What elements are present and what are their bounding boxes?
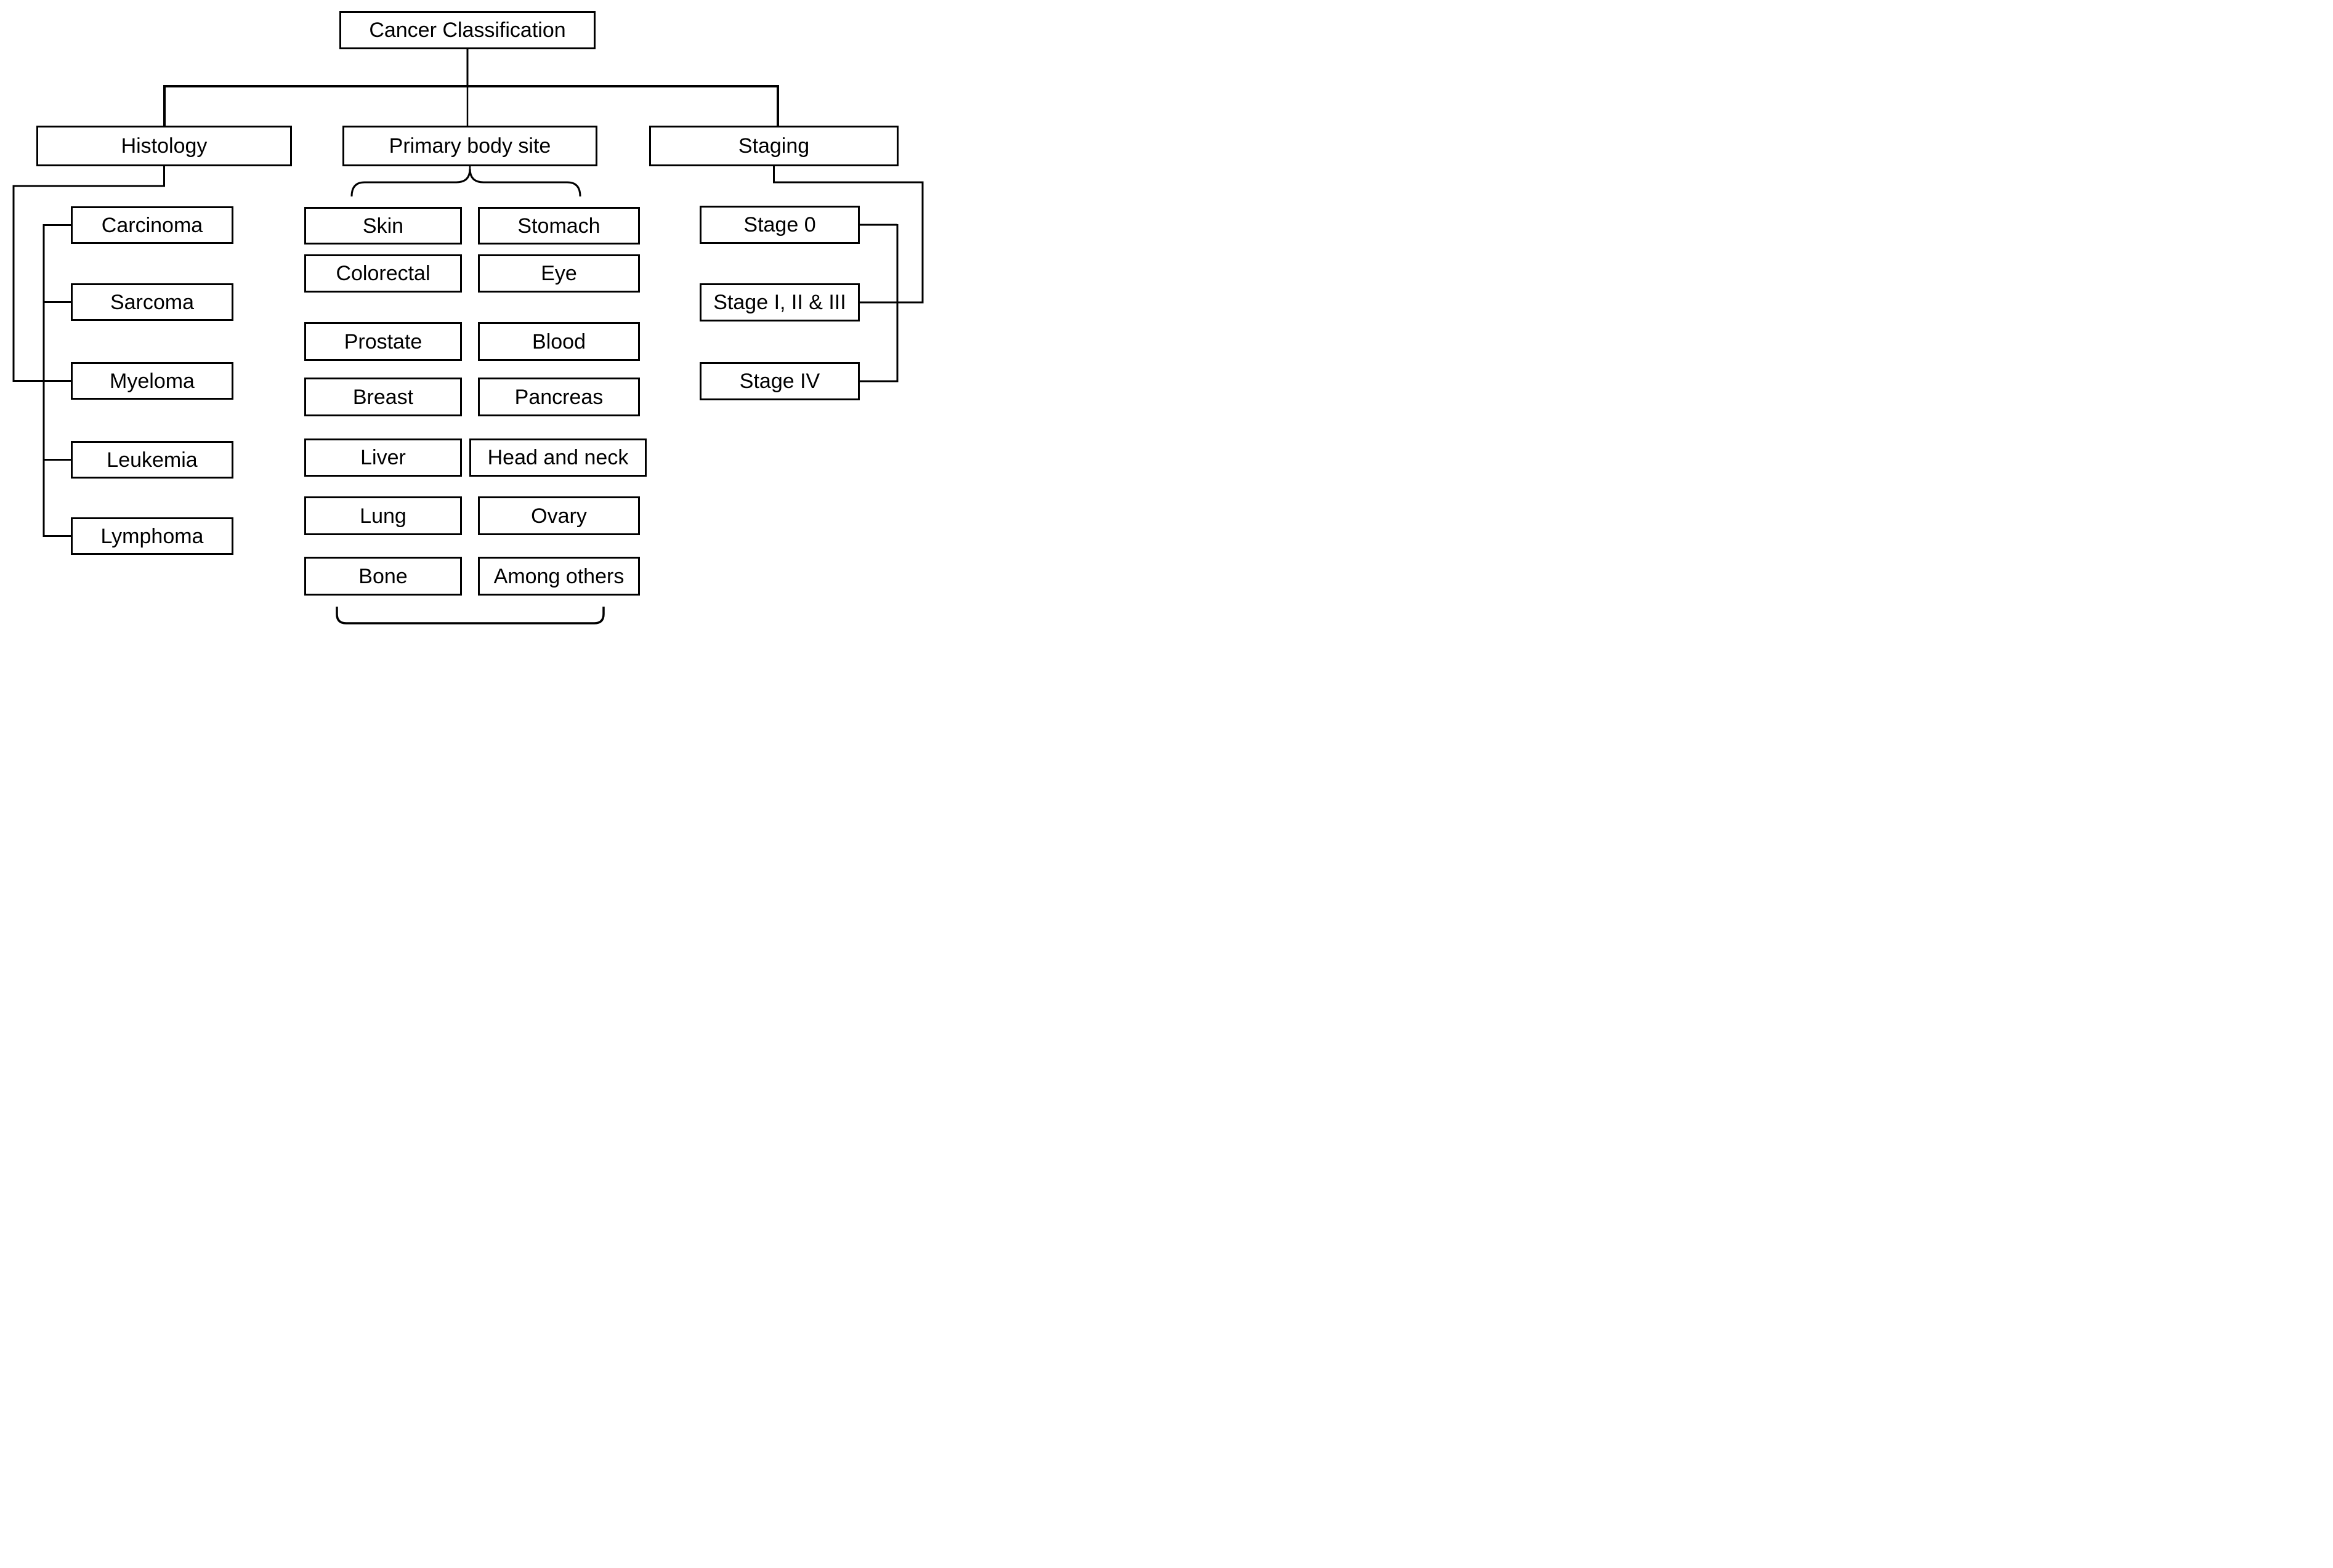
- node-eye: Eye: [478, 254, 640, 293]
- node-liver: Liver: [304, 438, 462, 477]
- node-pancreas: Pancreas: [478, 378, 640, 416]
- node-stage-1-2-3: Stage I, II & III: [700, 283, 860, 321]
- node-sarcoma: Sarcoma: [71, 283, 233, 321]
- cancer-classification-diagram: Cancer Classification Histology Primary …: [0, 0, 933, 627]
- node-stomach: Stomach: [478, 207, 640, 244]
- node-prostate: Prostate: [304, 322, 462, 361]
- bracket-bottom: [336, 607, 605, 624]
- node-blood: Blood: [478, 322, 640, 361]
- node-among-others: Among others: [478, 557, 640, 596]
- node-stage-4: Stage IV: [700, 362, 860, 400]
- node-cancer-classification: Cancer Classification: [339, 11, 596, 49]
- node-colorectal: Colorectal: [304, 254, 462, 293]
- node-stage-0: Stage 0: [700, 206, 860, 244]
- node-skin: Skin: [304, 207, 462, 244]
- node-myeloma: Myeloma: [71, 362, 233, 400]
- node-staging: Staging: [649, 126, 899, 166]
- connector-layer: [12, 49, 924, 624]
- node-lung: Lung: [304, 496, 462, 535]
- node-head-and-neck: Head and neck: [469, 438, 647, 477]
- node-leukemia: Leukemia: [71, 441, 233, 479]
- brace-top: [350, 168, 581, 197]
- node-carcinoma: Carcinoma: [71, 206, 233, 244]
- node-bone: Bone: [304, 557, 462, 596]
- node-histology: Histology: [36, 126, 292, 166]
- node-lymphoma: Lymphoma: [71, 517, 233, 555]
- node-breast: Breast: [304, 378, 462, 416]
- node-primary-body-site: Primary body site: [342, 126, 597, 166]
- node-ovary: Ovary: [478, 496, 640, 535]
